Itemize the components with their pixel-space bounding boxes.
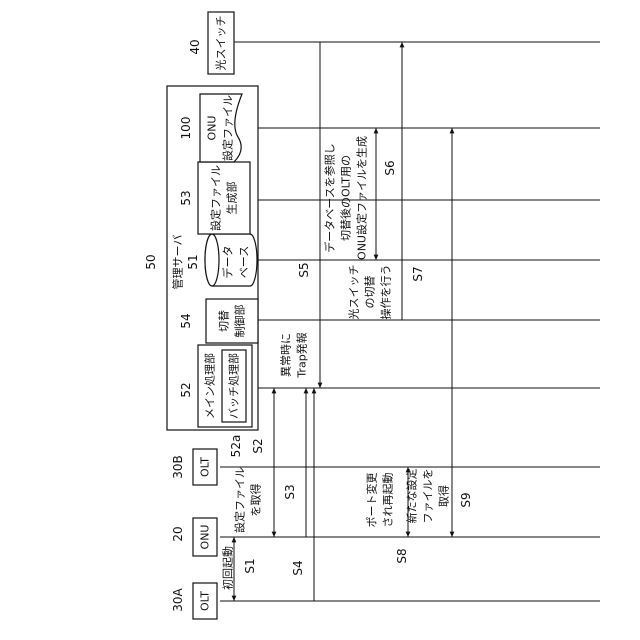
olt-b-label: OLT [199, 457, 212, 477]
switch-control-label-2: 制御部 [233, 305, 247, 338]
database-label-1: データ [221, 246, 235, 279]
step-s9-label-1: 新たな設定 [405, 469, 419, 524]
switch-control-ref: 54 [179, 313, 193, 328]
config-gen-ref: 53 [179, 190, 193, 205]
main-unit-label: メイン処理部 [203, 353, 217, 419]
step-s8-label-2: され再起動 [381, 473, 395, 528]
step-s6-label-1: データベースを参照し [323, 143, 337, 252]
step-s1-label: 初回起動 [221, 546, 235, 590]
step-s7-label-1: 光スイッチ [347, 265, 361, 320]
step-s7-label-3: 操作を行う [379, 265, 393, 320]
step-s7-label-2: の切替 [363, 276, 377, 309]
step-s5-label-2: Trap発報 [295, 332, 309, 378]
olt-a-ref: 30A [171, 587, 185, 611]
onu-file-label-1: ONU [206, 116, 219, 141]
step-s8-id: S8 [395, 548, 409, 563]
olt-a-node: OLT [193, 583, 217, 619]
config-gen-label-1: 設定ファイル [209, 165, 223, 231]
step-s7-id: S7 [411, 266, 425, 281]
config-gen-box [198, 162, 250, 234]
onu-ref: 20 [171, 526, 185, 541]
step-s2-id: S2 [251, 438, 265, 453]
onu-label: ONU [199, 525, 212, 550]
optical-switch-label: 光スイッチ [214, 16, 228, 71]
onu-file-ref: 100 [179, 117, 193, 140]
step-s4-id: S4 [291, 560, 305, 575]
step-s2-label-1: 設定ファイル [233, 467, 247, 533]
step-s5-id: S5 [297, 262, 311, 277]
step-s2-label-2: を取得 [250, 484, 263, 517]
switch-control-box [206, 299, 258, 343]
batch-unit-ref: 52a [229, 435, 243, 458]
optical-switch-ref: 40 [188, 39, 202, 54]
olt-a-label: OLT [199, 591, 212, 611]
step-s9-label-3: 取得 [438, 485, 451, 507]
batch-unit-label: バッチ処理部 [227, 353, 241, 419]
step-s9-label-2: ファイルを [422, 469, 435, 524]
step-s5-label-1: 異常時に [280, 333, 293, 377]
optical-switch-node: 光スイッチ [208, 12, 234, 74]
olt-b-node: OLT [193, 449, 217, 485]
server-label: 管理サーバ [171, 235, 185, 290]
step-s3-id: S3 [283, 484, 297, 499]
step-s1-id: S1 [243, 558, 257, 573]
step-s8-label-1: ポート変更 [365, 473, 379, 528]
database-label-2: ベース [238, 246, 251, 278]
olt-b-ref: 30B [171, 455, 185, 479]
switch-control-label-1: 切替 [217, 310, 231, 332]
database-ref: 51 [186, 254, 200, 269]
config-gen-label-2: 生成部 [225, 182, 239, 215]
step-s9-id: S9 [459, 492, 473, 507]
server-ref: 50 [144, 254, 158, 269]
main-unit-ref: 52 [179, 382, 193, 397]
step-s6-id: S6 [383, 160, 397, 175]
step-s6-label-3: ONU設定ファイルを生成 [355, 136, 369, 260]
onu-file-label-2: 設定ファイル [221, 95, 235, 161]
step-s6-label-2: 切替後のOLT用の [339, 155, 353, 241]
onu-node: ONU [193, 518, 217, 556]
